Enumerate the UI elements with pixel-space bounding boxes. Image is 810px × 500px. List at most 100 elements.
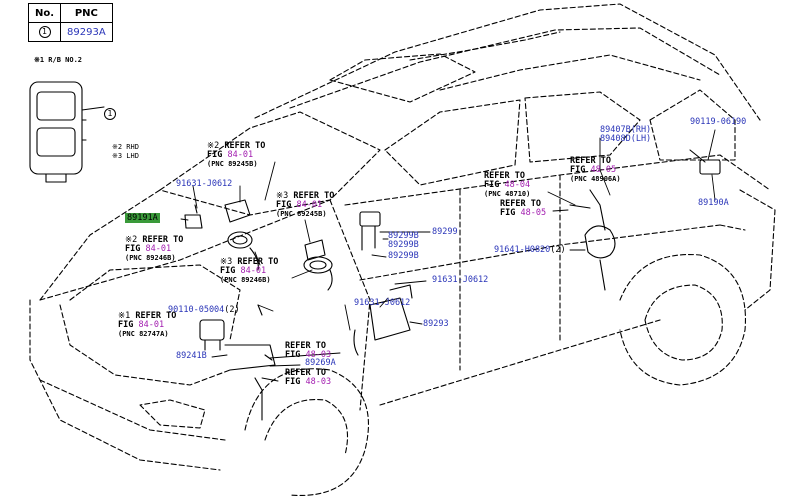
part-89241b[interactable]: 89241B	[176, 351, 207, 361]
refer-5-line1: REFER TO	[484, 172, 530, 181]
refer-10-fig: FIG	[285, 377, 301, 387]
refer-7-line1: REFER TO	[570, 157, 621, 166]
refer-7-fig: FIG	[570, 165, 586, 175]
part-89299b-2[interactable]: 89299B	[388, 240, 419, 250]
refer-4-fig: FIG	[220, 266, 236, 276]
refer-8-line1: ※1 REFER TO	[118, 312, 176, 321]
part-90110[interactable]: 90110-05004(2)	[168, 306, 240, 315]
part-89191a-label: 89191A	[125, 213, 160, 223]
inset-note: ※1 R/B NO.2	[34, 56, 83, 64]
part-89407b[interactable]: 89407B(RH)	[600, 125, 652, 135]
refer-block-1[interactable]: ※2 REFER TO FIG 84-01 (PNC 89245B)	[207, 142, 265, 169]
refer-2-fig: FIG	[125, 244, 141, 254]
refer-7-line2: FIG 48-05	[570, 166, 621, 175]
refer-5-num: 48-04	[504, 180, 531, 190]
refer-block-7[interactable]: REFER TO FIG 48-05 (PNC 48906A)	[570, 157, 621, 184]
refer-1-line1: ※2 REFER TO	[207, 142, 265, 151]
note-lhd: ※3 LHD	[112, 152, 139, 160]
refer-4-line1: ※3 REFER TO	[220, 258, 278, 267]
inset-callout: 1	[104, 101, 116, 120]
refer-6-line2: FIG 48-05	[500, 209, 546, 218]
row-no-cell: 1	[27, 22, 62, 42]
note-rhd: ※2 RHD	[112, 143, 139, 151]
component-parts	[184, 149, 721, 421]
refer-4-pnc: (PNC 89246B)	[220, 276, 271, 284]
refer-3-mark: ※3	[276, 191, 289, 201]
refer-2-line1: ※2 REFER TO	[125, 236, 183, 245]
refer-10-num: 48-03	[305, 377, 332, 387]
part-89190a[interactable]: 89190A	[698, 198, 729, 208]
refer-4-text: REFER TO	[237, 257, 279, 267]
refer-6-text: REFER TO	[500, 199, 541, 209]
refer-7-pnc: (PNC 48906A)	[570, 175, 621, 183]
leader-lines	[180, 129, 716, 382]
refer-4-num: 84-01	[240, 266, 267, 276]
callout-number: 1	[38, 26, 51, 38]
part-91641[interactable]: 91641-H0820(2)	[494, 246, 566, 255]
refer-block-2[interactable]: ※2 REFER TO FIG 84-01 (PNC 89246B)	[125, 236, 183, 263]
part-89299b-3[interactable]: 89299B	[388, 251, 419, 261]
refer-10-line2: FIG 48-03	[285, 378, 331, 387]
refer-3-text: REFER TO	[293, 191, 335, 201]
part-91631-right[interactable]: 91631-J0612	[432, 275, 489, 285]
refer-3-num: 84-01	[296, 200, 323, 210]
refer-block-5[interactable]: REFER TO FIG 48-04 (PNC 48710)	[484, 172, 531, 199]
refer-8-line2: FIG 84-01	[118, 321, 176, 330]
refer-8-pnc: (PNC 82747A)	[118, 330, 169, 338]
refer-9-line1: REFER TO	[285, 342, 331, 351]
refer-8-mark: ※1	[118, 311, 131, 321]
refer-block-3[interactable]: ※3 REFER TO FIG 84-01 (PNC 89245B)	[276, 192, 334, 219]
refer-1-line2: FIG 84-01	[207, 151, 265, 160]
refer-2-num: 84-01	[145, 244, 172, 254]
refer-8-text: REFER TO	[135, 311, 177, 321]
refer-5-pnc: (PNC 48710)	[484, 190, 531, 198]
refer-6-fig: FIG	[500, 208, 516, 218]
refer-6-num: 48-05	[520, 208, 547, 218]
vehicle-body-outline	[29, 3, 776, 497]
refer-block-10[interactable]: REFER TO FIG 48-03	[285, 369, 331, 387]
part-89269a[interactable]: 89269A	[305, 358, 336, 368]
refer-block-8[interactable]: ※1 REFER TO FIG 84-01 (PNC 82747A)	[118, 312, 176, 339]
refer-3-line1: ※3 REFER TO	[276, 192, 334, 201]
part-91641-qty: (2)	[550, 245, 566, 255]
refer-5-line2: FIG 48-04	[484, 181, 530, 190]
refer-9-fig: FIG	[285, 350, 301, 360]
refer-7-text: REFER TO	[570, 156, 611, 166]
part-89293[interactable]: 89293	[423, 319, 449, 329]
part-91641-number: 91641-H0820	[494, 245, 551, 255]
refer-1-text: REFER TO	[224, 141, 266, 151]
refer-4-mark: ※3	[220, 257, 233, 267]
refer-10-text: REFER TO	[285, 368, 326, 378]
part-89408d[interactable]: 89408D(LH)	[600, 134, 652, 144]
part-90119[interactable]: 90119-06190	[690, 117, 747, 127]
refer-9-line2: FIG 48-03	[285, 351, 331, 360]
inset-callout-number: 1	[104, 108, 116, 120]
refer-block-4[interactable]: ※3 REFER TO FIG 84-01 (PNC 89246B)	[220, 258, 278, 285]
refer-3-pnc: (PNC 89245B)	[276, 210, 327, 218]
col-pnc-header: PNC	[60, 3, 113, 23]
relay-block-drawing	[29, 81, 105, 183]
refer-2-mark: ※2	[125, 235, 138, 245]
part-91631-bot[interactable]: 91631-J0612	[354, 298, 411, 308]
refer-9-num: 48-03	[305, 350, 332, 360]
row-pnc-cell[interactable]: 89293A	[60, 22, 113, 42]
part-89299b-1[interactable]: 89299B	[388, 231, 419, 241]
refer-3-fig: FIG	[276, 200, 292, 210]
part-91631-top[interactable]: 91631-J0612	[176, 179, 233, 189]
refer-1-num: 84-01	[227, 150, 254, 160]
refer-7-num: 48-05	[590, 165, 617, 175]
part-89191a[interactable]: 89191A	[125, 213, 160, 223]
pnc-table: No. PNC 1 89293A	[27, 3, 113, 42]
refer-1-mark: ※2	[207, 141, 220, 151]
refer-1-fig: FIG	[207, 150, 223, 160]
part-90110-number: 90110-05004	[168, 305, 225, 315]
refer-block-9[interactable]: REFER TO FIG 48-03	[285, 342, 331, 360]
refer-8-fig: FIG	[118, 320, 134, 330]
refer-6-line1: REFER TO	[500, 200, 546, 209]
refer-block-6[interactable]: REFER TO FIG 48-05	[500, 200, 546, 218]
refer-1-pnc: (PNC 89245B)	[207, 160, 258, 168]
part-89299[interactable]: 89299	[432, 227, 458, 237]
refer-9-text: REFER TO	[285, 341, 326, 351]
col-no-header: No.	[27, 3, 62, 23]
